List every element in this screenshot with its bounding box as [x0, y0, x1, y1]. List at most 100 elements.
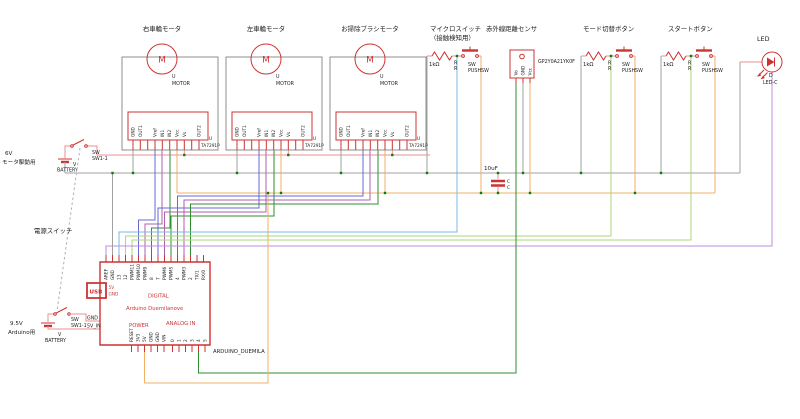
top-pin-label: PWM3 — [182, 266, 188, 280]
power-pin-label: GND — [149, 331, 155, 342]
motor3-value: MOTOR — [380, 81, 399, 87]
driver-5v-wires — [177, 150, 385, 193]
top-pin-label: 8 — [149, 277, 155, 280]
signal-wires — [106, 56, 772, 383]
top-pin-label: 12 — [123, 274, 129, 280]
power-pin-label: 3V3 — [136, 333, 142, 342]
switch-ref: SW — [702, 62, 710, 68]
usb-label: USB — [90, 290, 103, 296]
pin-label: GND — [131, 126, 137, 137]
pin-label: IN2 — [167, 130, 173, 137]
switch-contact — [710, 55, 713, 58]
top-pin-label: 4 — [175, 277, 181, 280]
power-label: POWER — [129, 323, 149, 329]
junction-dots — [111, 54, 693, 195]
capacitor-plates — [491, 181, 505, 186]
motor-block-brush: お掃除ブラシモータ M U MOTOR GND OUT1 Vref IN1 IN… — [330, 24, 428, 150]
pin-label: IN2 — [271, 130, 277, 137]
resistor-symbol — [586, 52, 606, 60]
switch-contact — [616, 55, 619, 58]
battery2-sw-value: SW1-1 — [71, 323, 87, 329]
pin-label: Vref — [361, 128, 367, 137]
pin-label: IN2 — [375, 130, 381, 137]
power-pin-label: VIN — [162, 335, 168, 342]
motor3-in2-wire — [184, 150, 370, 255]
battery1-pos-lead — [65, 146, 71, 159]
pin-label: OUT1 — [242, 125, 248, 137]
motor2-chip-pins — [237, 140, 303, 150]
switch-value: PUSHSW — [468, 68, 489, 74]
arduino-5v-riser — [145, 193, 269, 383]
top-pin-label: GND — [110, 269, 116, 280]
motor1-value: MOTOR — [172, 81, 191, 87]
battery2-pos-lead — [48, 314, 54, 323]
switch-ref: SW — [622, 62, 630, 68]
chip-ref: U — [209, 136, 212, 142]
analog-label: ANALOG IN — [166, 321, 195, 327]
microswitch-title: マイクロスイッチ — [430, 25, 481, 33]
chip-ref: U — [313, 136, 316, 142]
microswitch-signal-wire — [119, 56, 457, 255]
motor1-m: M — [158, 56, 166, 66]
ir-sensor-lens-icon — [520, 54, 525, 59]
resistor-value: 1kΩ — [583, 62, 594, 68]
analog-pin-label: 2 — [183, 339, 189, 342]
motor-block-left-wheel: 左車輪モータ M U MOTOR GND OUT1 Vref IN1 IN2 V… — [226, 24, 324, 150]
pin-label: Vcc — [175, 129, 181, 137]
motor1-vref-wire — [152, 150, 171, 255]
switch-contact — [630, 55, 633, 58]
ir-sensor-box — [510, 50, 534, 78]
usb-gnd-label: GND — [109, 292, 120, 298]
pin-label: IN1 — [368, 130, 374, 137]
resistor-value: 1kΩ — [429, 62, 440, 68]
microswitch-title2: （接触検知用） — [430, 33, 475, 42]
led-group: LED D LED-C — [757, 35, 782, 86]
analog-pin-label: 3 — [190, 339, 196, 342]
pin-label: OUT1 — [138, 125, 144, 137]
arduino-box — [100, 262, 210, 345]
start-button-title: スタートボタン — [668, 24, 713, 33]
motor3-driver-chip — [336, 112, 416, 140]
usb-5v-label: 5V — [109, 285, 115, 291]
power-switch-link: 電源スイッチ — [34, 148, 80, 311]
ganged-switch-dashed-line — [57, 148, 80, 311]
pin-label: IN1 — [160, 130, 166, 137]
resistor-ref: R — [608, 61, 612, 67]
analog-pin-label: 5 — [203, 339, 209, 342]
motor3-chip-pins — [341, 140, 407, 150]
top-pin-label: PWM11 — [130, 264, 136, 280]
power-pin-label: 5V — [142, 336, 148, 342]
resistor-symbol — [666, 52, 686, 60]
start-button-group: スタートボタン 1kΩ R R SW PUSHSW — [661, 24, 723, 74]
motor3-ref: U — [380, 74, 384, 80]
arduino-board: USB 5V GND DIGITAL Arduino Duemilanove P… — [87, 255, 265, 355]
analog-pin-label: 0 — [170, 339, 176, 342]
chip-part: TA7291P — [408, 143, 428, 149]
pin-label: Vcc — [279, 129, 285, 137]
led-title: LED — [757, 35, 770, 43]
battery1-sw-ref: SW — [92, 150, 100, 156]
resistor-ref: R — [688, 61, 692, 67]
battery2-voltage: 9.5V — [10, 321, 23, 327]
top-pin-label: PWM5 — [169, 266, 175, 280]
motor3-vref-wire — [191, 150, 379, 255]
power-pin-label: GND — [155, 331, 161, 342]
chip-ref: U — [417, 136, 420, 142]
top-pin-label: 13 — [117, 274, 123, 280]
resistor-symbol — [432, 52, 452, 60]
ir-sensor: 赤外線距離センサ Vo GND Vcc GP2Y0A21YK0F — [486, 24, 575, 83]
motor1-driver-chip — [128, 112, 208, 140]
battery2-value: BATTERY — [45, 338, 66, 344]
motor1-in1-wire — [139, 150, 156, 255]
led-diode-icon — [767, 57, 775, 67]
led-ref: D — [769, 73, 773, 79]
motor3-m: M — [366, 56, 374, 66]
pushbutton-5v-wires — [481, 56, 715, 193]
analog-pin-label: 4 — [196, 339, 202, 342]
start-button-signal-wire — [132, 56, 691, 255]
left-5vin-label: 5V_IN — [87, 324, 101, 330]
arduino-battery-group: 9.5V Arduino用 SW SW1-1 V BATTERY — [8, 308, 100, 344]
top-pin-label: PWM9 — [143, 266, 149, 280]
motor2-in2-wire — [165, 150, 267, 255]
